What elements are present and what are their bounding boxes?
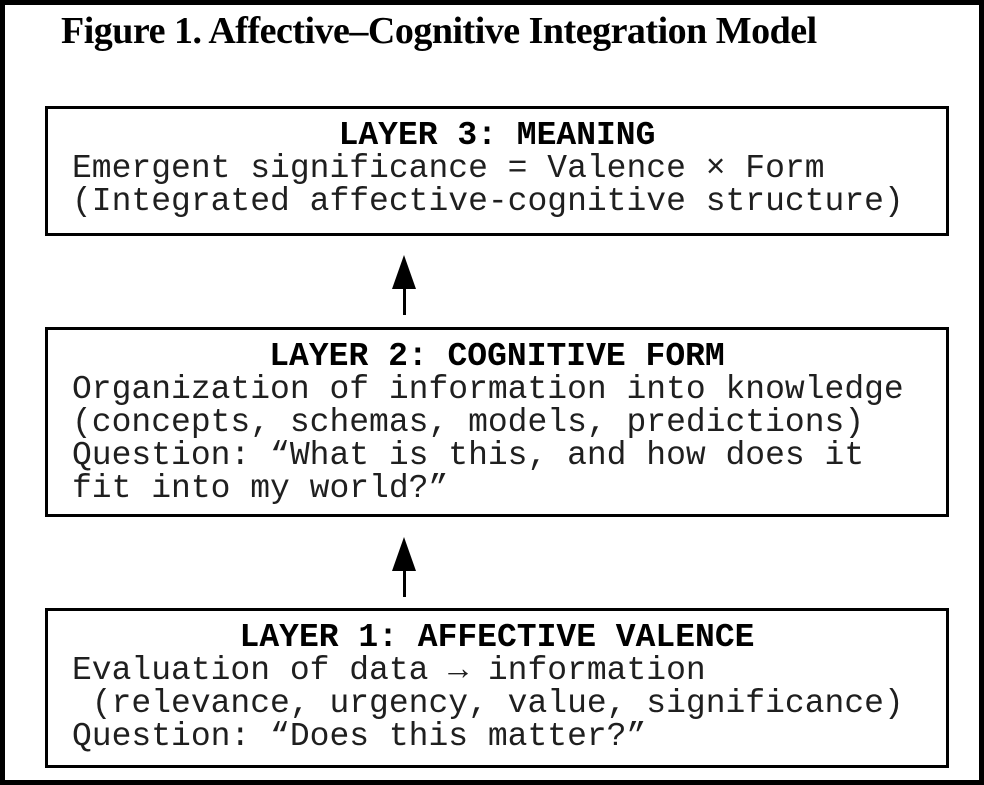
- up-arrow-icon: [391, 537, 417, 597]
- layer-2-heading: LAYER 2: COGNITIVE FORM: [269, 338, 725, 375]
- arrow-head: [392, 537, 416, 571]
- layer-1-line-2: (relevance, urgency, value, significance…: [72, 685, 904, 722]
- layer-3-meaning-box: LAYER 3: MEANING Emergent significance =…: [45, 106, 949, 236]
- layer-2-line-2: (concepts, schemas, models, predictions): [72, 404, 865, 441]
- figure-title: Figure 1. Affective–Cognitive Integratio…: [61, 10, 817, 52]
- layer-1-affective-valence-box: LAYER 1: AFFECTIVE VALENCE Evaluation of…: [45, 608, 949, 768]
- layer-1-line-1: Evaluation of data → information: [72, 652, 706, 689]
- arrow-shaft: [402, 289, 406, 315]
- layer-3-line-1: Emergent significance = Valence × Form: [72, 150, 825, 187]
- arrow-shaft: [402, 571, 406, 597]
- layer-3-line-2: (Integrated affective-cognitive structur…: [72, 183, 904, 220]
- layer-3-heading: LAYER 3: MEANING: [338, 117, 656, 154]
- layer-2-cognitive-form-box: LAYER 2: COGNITIVE FORM Organization of …: [45, 327, 949, 517]
- arrow-head: [392, 255, 416, 289]
- up-arrow-icon: [391, 255, 417, 315]
- layer-2-line-1: Organization of information into knowled…: [72, 371, 904, 408]
- layer-1-line-3: Question: “Does this matter?”: [72, 718, 647, 755]
- layer-1-heading: LAYER 1: AFFECTIVE VALENCE: [239, 619, 755, 656]
- layer-2-line-3: Question: “What is this, and how does it: [72, 437, 865, 474]
- layer-2-line-4: fit into my world?”: [72, 470, 449, 507]
